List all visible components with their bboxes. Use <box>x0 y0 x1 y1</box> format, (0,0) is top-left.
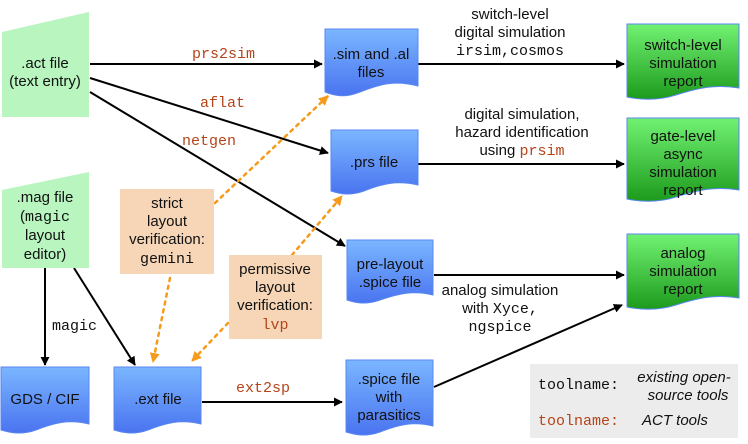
document-shape <box>324 28 419 97</box>
legend-act-tool: toolname: <box>538 413 619 430</box>
analog-report-line3: report <box>663 281 703 298</box>
spice-parasitics-line2: with <box>375 389 403 406</box>
document-shape <box>626 233 740 310</box>
svg-text:layout: layout <box>255 279 296 296</box>
document-shape <box>0 366 90 434</box>
svg-text:digital simulation,: digital simulation, <box>464 106 579 123</box>
svg-text:verification:: verification: <box>237 297 313 314</box>
edge-permissive-to-prs <box>290 194 344 257</box>
edge-permissive-to-ext <box>190 321 230 363</box>
gate-report-line2: async <box>663 146 703 163</box>
legend-bg <box>530 364 738 438</box>
mag-line4: editor) <box>24 246 67 263</box>
edge-label-ext2sp: ext2sp <box>236 380 290 397</box>
gate-report-line3: simulation <box>649 164 717 181</box>
node-ext-file[interactable]: .ext file <box>113 366 202 434</box>
svg-text:permissive: permissive <box>239 261 311 278</box>
prespice-line2: .spice file <box>359 274 422 291</box>
sim-line1: .sim and .al <box>333 46 410 63</box>
svg-text:using prsim: using prsim <box>479 142 564 160</box>
legend-existing-tool: toolname: <box>538 377 619 394</box>
mag-line2: (magic <box>20 208 70 226</box>
svg-text:switch-level: switch-level <box>471 6 549 23</box>
gate-report-line4: report <box>663 182 703 199</box>
svg-text:lvp: lvp <box>261 317 288 334</box>
sim-line2: files <box>358 64 385 81</box>
node-sim-files[interactable]: .sim and .al files <box>324 28 419 97</box>
edge-label-netgen: netgen <box>182 133 236 150</box>
annotation-digital-sim: digital simulation, hazard identificatio… <box>455 106 588 160</box>
node-mag-source[interactable]: .mag file (magic layout editor) <box>2 172 89 268</box>
edge-label-aflat: aflat <box>200 95 245 112</box>
node-act-source[interactable]: .act file (text entry) <box>2 12 89 117</box>
node-gate-report[interactable]: gate-level async simulation report <box>626 117 740 202</box>
document-shape <box>626 23 740 100</box>
legend-existing-desc2: source tools <box>648 387 729 404</box>
node-spice-parasitics[interactable]: .spice file with parasitics <box>345 359 434 436</box>
manual-input-shape <box>2 12 89 117</box>
svg-text:hazard identification: hazard identification <box>455 124 588 141</box>
node-analog-report[interactable]: analog simulation report <box>626 233 740 310</box>
verify-box-bg <box>120 189 214 274</box>
verify-strict-box[interactable]: strict layout verification: gemini <box>120 189 214 274</box>
switch-report-line1: switch-level <box>644 37 722 54</box>
legend: toolname: existing open- source tools to… <box>530 364 738 438</box>
annotation-switch-sim: switch-level digital simulation irsim,co… <box>455 6 566 60</box>
annotation-analog-sim: analog simulation with Xyce, ngspice <box>442 282 559 336</box>
mag-line1: .mag file <box>17 189 74 206</box>
verify-permissive-box[interactable]: permissive layout verification: lvp <box>229 255 322 339</box>
mag-line3: layout <box>25 227 66 244</box>
svg-text:gemini: gemini <box>140 251 194 268</box>
edge-label-prs2sim: prs2sim <box>192 46 255 63</box>
svg-text:layout: layout <box>147 213 188 230</box>
svg-text:digital simulation: digital simulation <box>455 24 566 41</box>
edge-label-magic: magic <box>52 318 97 335</box>
node-gds-cif[interactable]: GDS / CIF <box>0 366 90 434</box>
manual-input-shape <box>2 172 89 268</box>
edge-strict-to-sim <box>213 94 330 205</box>
svg-text:analog simulation: analog simulation <box>442 282 559 299</box>
switch-report-line2: simulation <box>649 55 717 72</box>
document-shape <box>346 239 434 304</box>
edge-act-to-prespice <box>89 91 346 247</box>
legend-act-desc: ACT tools <box>641 412 708 429</box>
svg-text:verification:: verification: <box>129 231 205 248</box>
gate-report-line1: gate-level <box>650 128 715 145</box>
gds-line1: GDS / CIF <box>10 391 79 408</box>
node-prs-file[interactable]: .prs file <box>330 129 419 195</box>
document-shape <box>113 366 202 434</box>
prs-line1: .prs file <box>350 154 398 171</box>
analog-report-line1: analog <box>660 245 705 262</box>
act-line2: (text entry) <box>9 73 81 90</box>
switch-report-line3: report <box>663 73 703 90</box>
legend-existing-desc1: existing open- <box>637 369 730 386</box>
edge-strict-to-ext <box>149 276 172 364</box>
spice-parasitics-line1: .spice file <box>358 371 421 388</box>
act-line1: .act file <box>21 55 69 72</box>
svg-text:ngspice: ngspice <box>468 319 531 336</box>
svg-text:strict: strict <box>151 195 183 212</box>
analog-report-line2: simulation <box>649 263 717 280</box>
node-switch-report[interactable]: switch-level simulation report <box>626 23 740 100</box>
prespice-line1: pre-layout <box>357 256 425 273</box>
document-shape <box>330 129 419 195</box>
verify-box-bg <box>229 255 322 339</box>
ext-line1: .ext file <box>134 391 182 408</box>
edge-mag-to-ext <box>73 267 136 366</box>
node-prelayout-spice[interactable]: pre-layout .spice file <box>346 239 434 304</box>
document-shape <box>345 359 434 436</box>
svg-text:irsim,cosmos: irsim,cosmos <box>456 43 564 60</box>
edge-spice-parasitics-to-analog-report <box>433 304 623 388</box>
spice-parasitics-line3: parasitics <box>357 407 420 424</box>
document-shape <box>626 117 740 202</box>
svg-text:with Xyce,: with Xyce, <box>461 300 538 318</box>
edge-act-to-prs <box>89 77 329 155</box>
